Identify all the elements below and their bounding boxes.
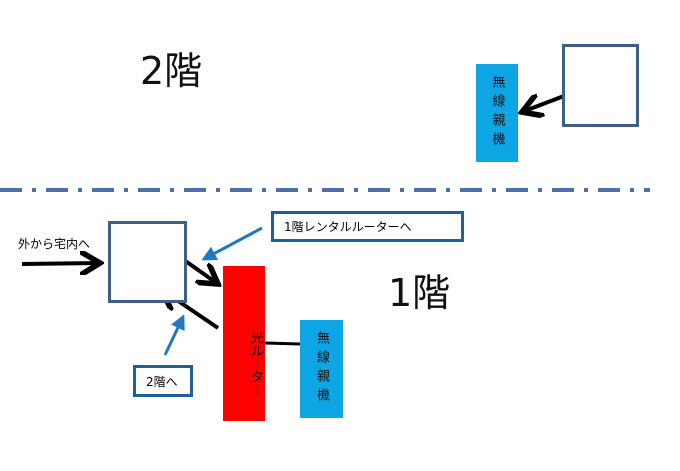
floor1-label: 1階	[388, 271, 451, 315]
callout-rental-router: 1階レンタルルーターへ	[271, 211, 464, 242]
floor2-label: 2階	[140, 49, 203, 93]
floor1-junction-box	[108, 221, 187, 303]
floor2-access-point: 無線親機	[476, 64, 518, 162]
incoming-label: 外から宅内へ	[18, 237, 91, 251]
optical-router: 光ルーター	[223, 266, 265, 421]
floor1-access-point: 無線親機	[300, 320, 343, 418]
callout-floor2-pointer	[163, 314, 185, 356]
router-ap-cable	[264, 341, 301, 346]
arrow-incoming	[21, 263, 100, 264]
callout-to-floor2: 2階へ	[133, 365, 193, 397]
floor2-junction-box	[562, 44, 639, 127]
callout-rental-pointer	[201, 226, 263, 261]
